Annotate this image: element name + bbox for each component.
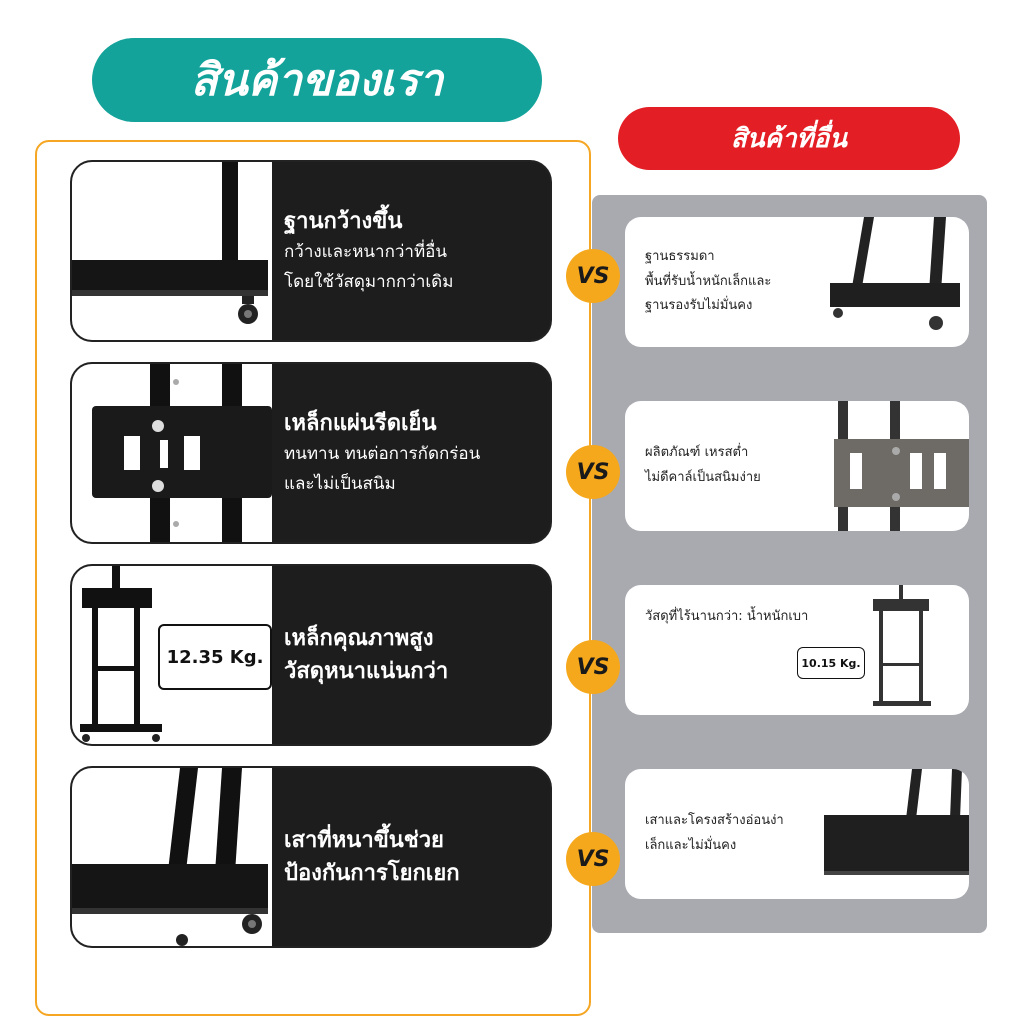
feature-title: ฐานกว้างขึ้น (284, 208, 403, 234)
other-feature-line: เล็กและไม่มั่นคง (645, 838, 737, 853)
vs-badge: VS (566, 445, 620, 499)
other-feature-line: พื้นที่รับน้ำหนักเล็กและ (645, 273, 772, 289)
vs-badge: VS (566, 832, 620, 886)
feature-line: และไม่เป็นสนิม (284, 473, 396, 494)
other-feature-line: ฐานธรรมดา (645, 248, 715, 264)
other-weight-badge: 10.15 Kg. (797, 647, 865, 679)
feature-title: เหล็กคุณภาพสูง (284, 626, 434, 651)
other-feature-line: เสาและโครงสร้างอ่อนง่า (645, 813, 784, 829)
our-feature-card-steel: เหล็กแผ่นรีดเย็น ทนทาน ทนต่อการกัดกร่อน … (70, 362, 552, 544)
thin-pillar-image (824, 769, 969, 899)
other-base-image (824, 217, 969, 347)
other-feature-line: วัสดุที่ไร้นานกว่า: น้ำหนักเบา (645, 609, 809, 624)
vs-badge: VS (566, 640, 620, 694)
our-product-header: สินค้าของเรา (92, 38, 542, 122)
feature-line: กว้างและหนากว่าที่อื่น (284, 241, 447, 262)
feature-line: ป้องกันการโยกเยก (284, 861, 460, 886)
steel-plate-image (72, 364, 272, 542)
other-feature-line: ไม่ดีคาล์เป็นสนิมง่าย (645, 470, 761, 485)
our-weight-badge: 12.35 Kg. (158, 624, 272, 690)
feature-line: โดยใช้วัสดุมากกว่าเดิม (284, 271, 454, 292)
our-feature-card-quality: 12.35 Kg. เหล็กคุณภาพสูง วัสดุหนาแน่นกว่… (70, 564, 552, 746)
other-feature-card-steel: ผลิตภัณฑ์ เหรสต่ำ ไม่ดีคาล์เป็นสนิมง่าย (625, 401, 969, 531)
other-product-header: สินค้าที่อื่น (618, 107, 960, 170)
feature-line: เสาที่หนาขึ้นช่วย (284, 828, 444, 853)
thick-pillar-image (72, 768, 272, 946)
our-feature-card-pillar: เสาที่หนาขึ้นช่วย ป้องกันการโยกเยก (70, 766, 552, 948)
other-feature-card-base: ฐานธรรมดา พื้นที่รับน้ำหนักเล็กและ ฐานรอ… (625, 217, 969, 347)
feature-title: เหล็กแผ่นรีดเย็น (284, 410, 437, 436)
light-stand-image (869, 585, 969, 715)
other-feature-line: ฐานรองรับไม่มั่นคง (645, 298, 753, 314)
rusty-plate-image (824, 401, 969, 531)
other-feature-card-pillar: เสาและโครงสร้างอ่อนง่า เล็กและไม่มั่นคง (625, 769, 969, 899)
wide-base-image (72, 162, 272, 340)
other-feature-card-quality: วัสดุที่ไร้นานกว่า: น้ำหนักเบา 10.15 Kg. (625, 585, 969, 715)
vs-badge: VS (566, 249, 620, 303)
feature-line: ทนทาน ทนต่อการกัดกร่อน (284, 443, 481, 464)
our-feature-card-base: ฐานกว้างขึ้น กว้างและหนากว่าที่อื่น โดยใ… (70, 160, 552, 342)
other-feature-line: ผลิตภัณฑ์ เหรสต่ำ (645, 445, 749, 461)
feature-line: วัสดุหนาแน่นกว่า (284, 659, 449, 684)
